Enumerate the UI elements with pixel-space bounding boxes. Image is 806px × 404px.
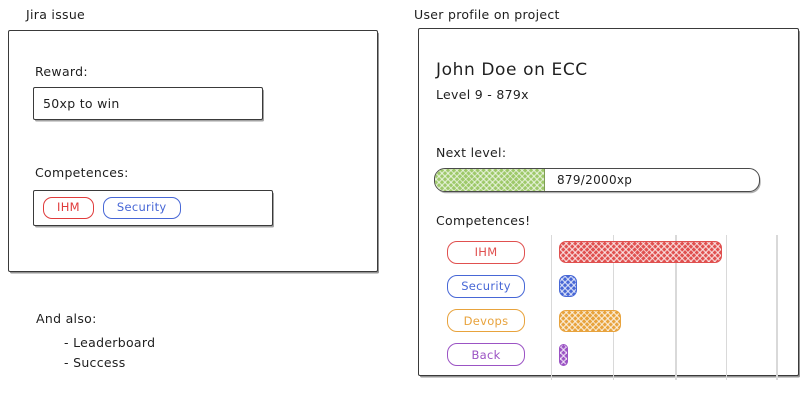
chart-gridline — [675, 235, 677, 380]
and-also-item: - Leaderboard — [64, 335, 156, 350]
chart-row: Back — [433, 338, 785, 372]
xp-progress-label: 879/2000xp — [557, 173, 633, 187]
chart-bar-security — [559, 275, 578, 298]
reward-input[interactable]: 50xp to win — [33, 87, 263, 120]
profile-level: Level 9 - 879x — [436, 87, 529, 102]
and-also-title: And also: — [36, 311, 97, 326]
and-also-item: - Success — [64, 355, 126, 370]
competence-tag-ihm[interactable]: IHM — [43, 197, 94, 219]
chart-gridline — [776, 235, 778, 380]
xp-progress-bar: 879/2000xp — [434, 168, 760, 192]
chart-label-ihm[interactable]: IHM — [447, 240, 525, 264]
xp-progress-fill — [435, 169, 546, 191]
right-panel-caption: User profile on project — [414, 7, 560, 22]
user-profile-panel: John Doe on ECC Level 9 - 879x Next leve… — [418, 28, 799, 380]
competences-label: Competences: — [35, 165, 129, 180]
reward-label: Reward: — [35, 64, 88, 79]
jira-issue-panel: Reward: 50xp to win Competences: IHM Secu… — [8, 30, 378, 272]
and-also-block: And also: - Leaderboard - Success — [36, 311, 155, 375]
chart-gridline — [725, 235, 728, 380]
chart-row: Devops — [433, 304, 785, 338]
competences-chart-title: Competences! — [436, 213, 531, 228]
chart-gridline — [551, 235, 553, 380]
chart-bar-ihm — [559, 241, 723, 264]
chart-label-devops[interactable]: Devops — [447, 309, 525, 333]
next-level-label: Next level: — [436, 145, 507, 160]
competence-tag-security[interactable]: Security — [102, 197, 181, 219]
chart-label-security[interactable]: Security — [447, 274, 525, 298]
chart-row: IHM — [433, 235, 785, 269]
chart-bar-devops — [559, 309, 622, 332]
chart-row: Security — [433, 269, 785, 303]
chart-label-back[interactable]: Back — [447, 343, 525, 367]
chart-bar-back — [559, 343, 569, 366]
chart-gridline — [613, 235, 615, 380]
profile-name: John Doe on ECC — [436, 60, 588, 80]
reward-input-value: 50xp to win — [43, 96, 120, 111]
competence-tag-row: IHM Security — [33, 190, 273, 226]
left-panel-caption: Jira issue — [26, 7, 86, 22]
